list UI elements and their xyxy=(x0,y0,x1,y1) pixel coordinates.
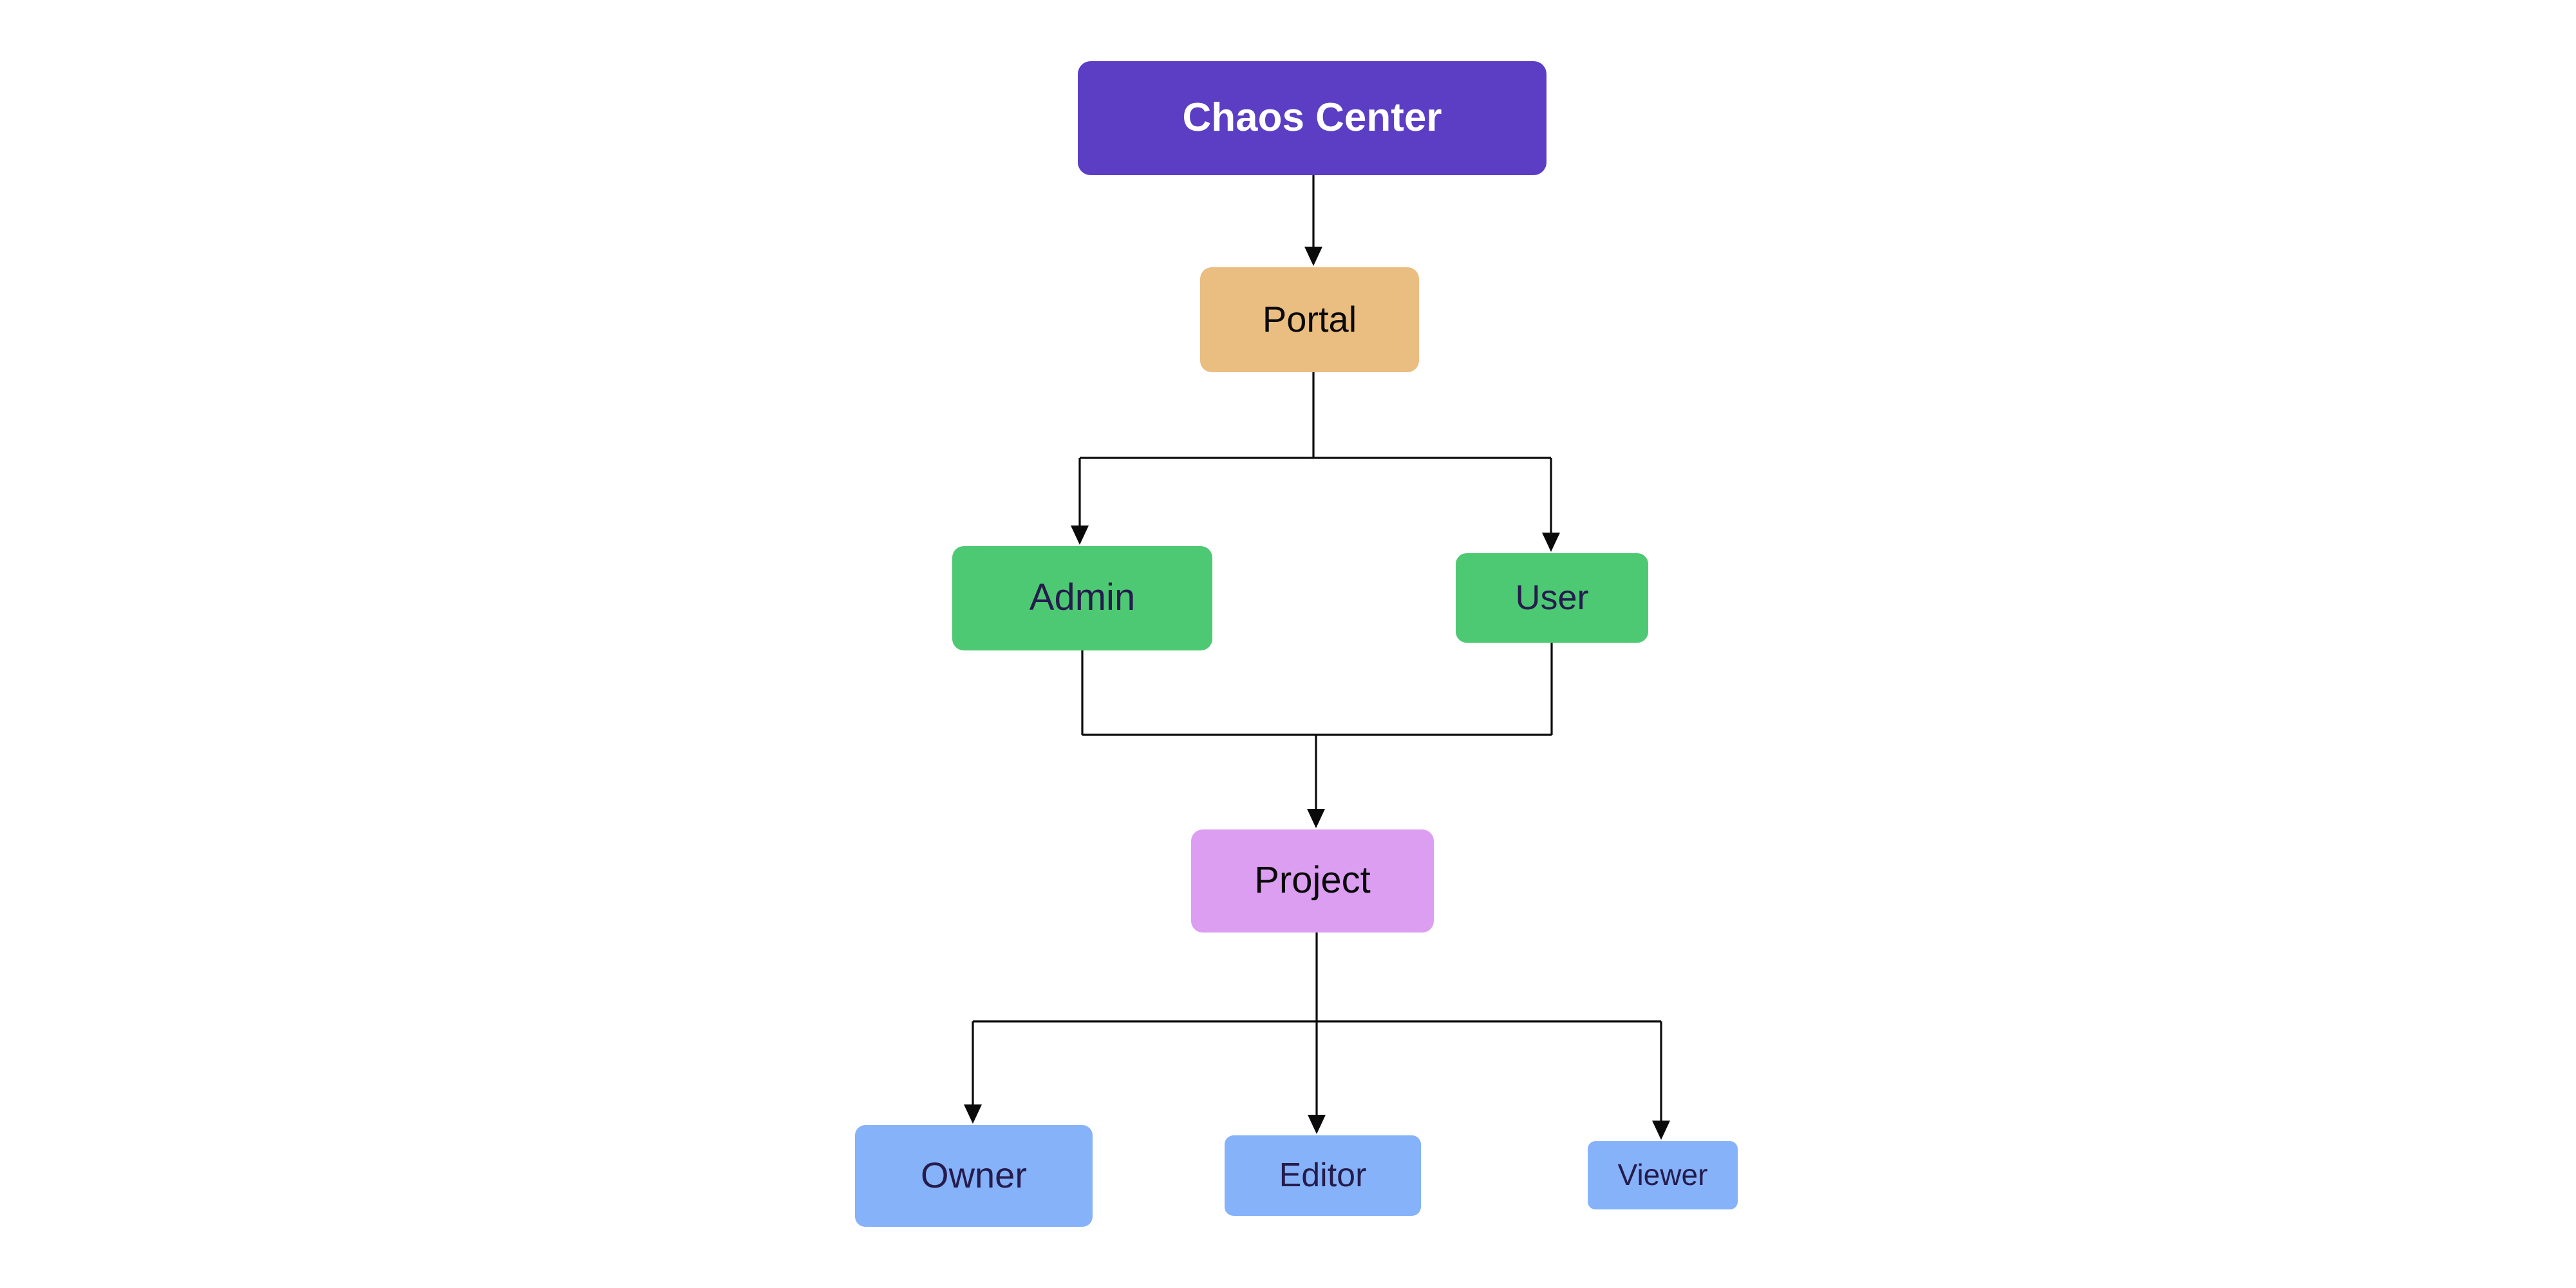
node-chaos-center-label: Chaos Center xyxy=(1182,95,1442,140)
node-chaos-center: Chaos Center xyxy=(1078,61,1547,175)
node-project: Project xyxy=(1191,829,1434,933)
edge-project-split xyxy=(972,933,1662,1132)
edge-join-project xyxy=(1081,643,1553,819)
arrowhead-editor xyxy=(1308,1115,1326,1134)
arrowhead-owner xyxy=(964,1104,982,1124)
arrowhead-admin xyxy=(1071,526,1089,545)
node-owner: Owner xyxy=(855,1125,1093,1227)
arrowhead-user xyxy=(1542,533,1560,552)
node-portal-label: Portal xyxy=(1262,298,1357,339)
edge-portal-split xyxy=(1078,372,1552,544)
node-user: User xyxy=(1456,553,1648,643)
node-editor-label: Editor xyxy=(1279,1156,1367,1194)
node-admin: Admin xyxy=(952,546,1212,650)
node-editor: Editor xyxy=(1225,1135,1421,1216)
node-owner-label: Owner xyxy=(921,1155,1027,1195)
arrowhead-project xyxy=(1307,809,1325,828)
node-project-label: Project xyxy=(1254,859,1371,901)
node-user-label: User xyxy=(1515,578,1589,617)
arrowhead-viewer xyxy=(1652,1121,1670,1140)
node-viewer-label: Viewer xyxy=(1617,1158,1708,1191)
node-viewer: Viewer xyxy=(1588,1141,1738,1209)
arrowhead-portal xyxy=(1304,247,1322,266)
node-admin-label: Admin xyxy=(1029,576,1136,618)
node-portal: Portal xyxy=(1200,267,1419,372)
